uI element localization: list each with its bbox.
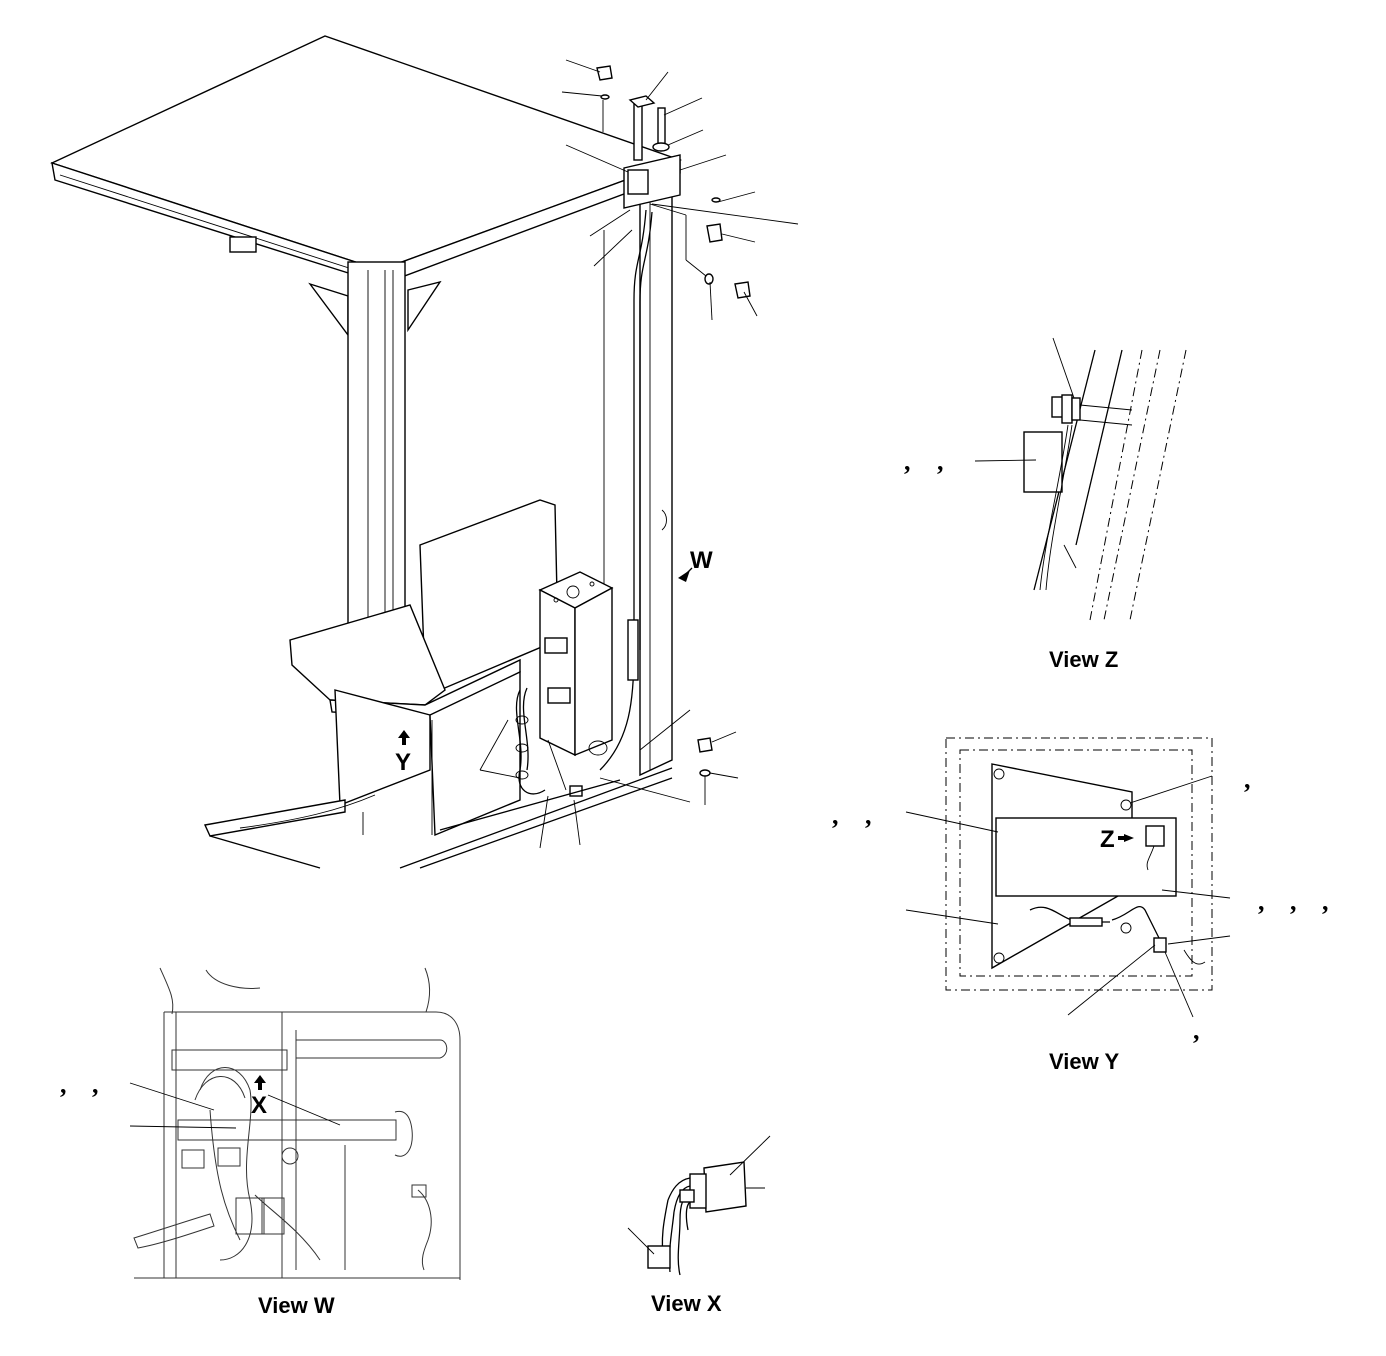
view-y-caption: View Y [1049, 1049, 1119, 1074]
bottom-bolts [599, 709, 739, 805]
view-y-separator-6: , [1322, 887, 1329, 916]
floor-plate [203, 767, 673, 869]
callout-x-label: X [251, 1092, 267, 1119]
view-y-separator-4: , [1258, 887, 1265, 916]
view-z-separator-1: , [904, 447, 911, 476]
view-y-separator-7: , [1193, 1016, 1200, 1045]
top-leader-lines [561, 59, 799, 321]
top-bracket [596, 65, 751, 299]
canopy-roof [50, 35, 683, 338]
callout-z-label: Z [1100, 826, 1115, 853]
callout-w: W [661, 509, 713, 582]
view-z-caption: View Z [1049, 647, 1118, 672]
view-y-drawing: Z , , , , , , , View Y [832, 737, 1329, 1074]
control-box [538, 571, 614, 757]
view-w-caption: View W [258, 1293, 335, 1318]
view-z-separator-2: , [937, 447, 944, 476]
rear-post [599, 183, 673, 777]
view-y-separator-3: , [865, 801, 872, 830]
view-z-drawing: , , View Z [904, 337, 1187, 672]
view-x-caption: View X [651, 1291, 722, 1316]
view-w-separator-2: , [92, 1070, 99, 1099]
main-assembly-drawing: W Y [50, 35, 799, 869]
callout-y-label: Y [395, 749, 411, 776]
view-y-separator-2: , [832, 801, 839, 830]
seat-base [334, 670, 583, 849]
view-x-drawing: View X [627, 1135, 771, 1316]
view-y-separator-1: , [1244, 765, 1251, 794]
view-w-drawing: X , , View W [60, 967, 461, 1318]
view-w-separator-1: , [60, 1070, 67, 1099]
view-y-separator-5: , [1290, 887, 1297, 916]
callout-w-label: W [690, 547, 713, 574]
callout-y: Y [395, 730, 411, 776]
